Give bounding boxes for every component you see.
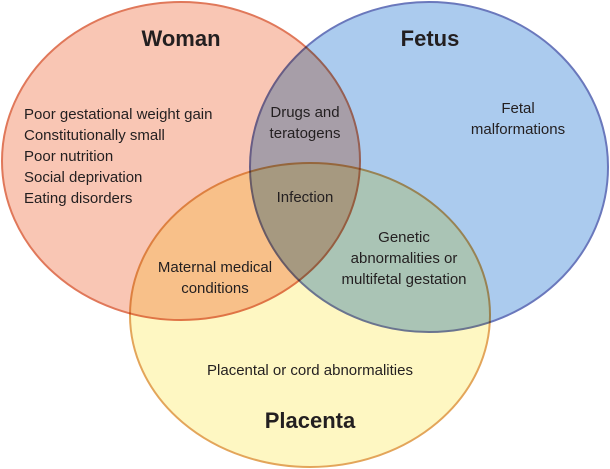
woman-item: Social deprivation bbox=[24, 169, 143, 186]
overlap-fetus-placenta: Genetic abnormalities or multifetal gest… bbox=[341, 227, 466, 290]
overlap-line: multifetal gestation bbox=[341, 271, 467, 288]
woman-title: Woman bbox=[141, 26, 221, 51]
woman-item: Eating disorders bbox=[24, 190, 133, 207]
overlap-line: Maternal medical bbox=[157, 259, 273, 276]
woman-items: Poor gestational weight gain Constitutio… bbox=[24, 104, 212, 209]
overlap-line: abnormalities or bbox=[350, 250, 458, 267]
woman-item: Poor nutrition bbox=[24, 148, 114, 165]
placenta-item: Placental or cord abnormalities bbox=[207, 362, 413, 379]
overlap-line: Drugs and bbox=[270, 104, 340, 121]
fetus-item: Fetal bbox=[501, 100, 535, 117]
overlap-line: conditions bbox=[181, 280, 249, 297]
woman-item: Constitutionally small bbox=[24, 127, 165, 144]
overlap-line: Genetic bbox=[378, 229, 430, 246]
overlap-all: Infection bbox=[276, 189, 334, 206]
fetus-items: Fetal malformations bbox=[471, 98, 565, 140]
placenta-circle bbox=[129, 162, 491, 468]
overlap-woman-placenta: Maternal medical conditions bbox=[158, 257, 272, 299]
overlap-woman-fetus: Drugs and teratogens bbox=[270, 102, 341, 144]
fetus-item: malformations bbox=[470, 121, 566, 138]
overlap-line: teratogens bbox=[269, 125, 341, 142]
fetus-title: Fetus bbox=[400, 26, 460, 51]
woman-item: Poor gestational weight gain bbox=[24, 106, 213, 123]
placenta-title: Placenta bbox=[264, 408, 356, 433]
